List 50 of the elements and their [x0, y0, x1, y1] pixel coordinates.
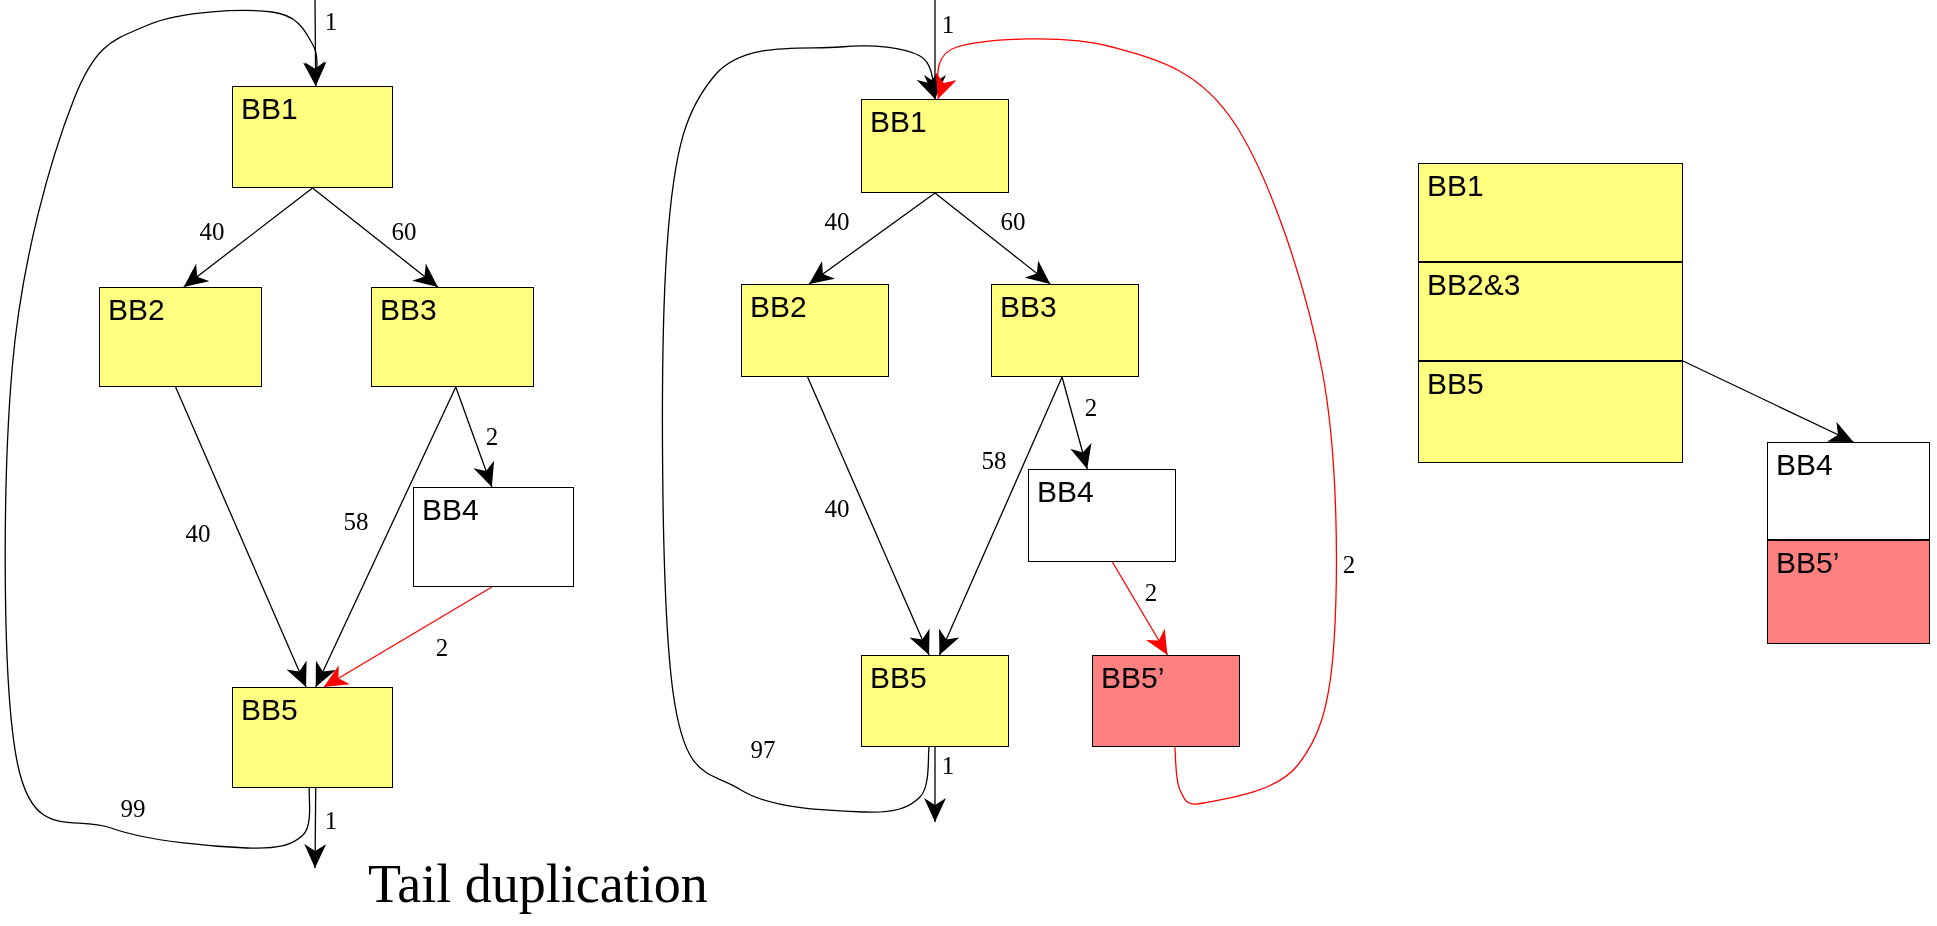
arrow: [808, 192, 936, 285]
block-label: BB2&3: [1427, 267, 1522, 303]
block-label: BB5’: [1776, 545, 1841, 581]
basic-block-box: [741, 284, 889, 377]
basic-block-box: [1092, 655, 1240, 747]
arrow: [183, 187, 314, 288]
block-label: BB2: [750, 289, 808, 325]
basic-block-box: [861, 99, 1009, 193]
arrow: [938, 376, 1063, 656]
block-label: BB1: [241, 91, 299, 127]
basic-block-box: [99, 287, 262, 387]
basic-block-box: [861, 655, 1009, 747]
basic-block-box: [1767, 442, 1930, 540]
arrow: [315, 386, 457, 688]
block-label: BB4: [1776, 447, 1834, 483]
block-label: BB1: [1427, 168, 1485, 204]
block-label: BB4: [1037, 474, 1095, 510]
basic-block-box: [1418, 361, 1683, 463]
basic-block-box: [232, 86, 393, 188]
block-label: BB4: [422, 492, 480, 528]
block-label: BB5’: [1101, 660, 1166, 696]
basic-block-box: [232, 687, 393, 788]
arrow: [1061, 376, 1092, 470]
block-label: BB5: [870, 660, 928, 696]
arrow: [304, 787, 327, 869]
block-label: BB5: [241, 692, 299, 728]
title: Tail duplication: [368, 853, 708, 916]
basic-block-box: [991, 284, 1139, 377]
basic-block-box: [1767, 540, 1930, 644]
block-label: BB3: [1000, 289, 1058, 325]
block-label: BB1: [870, 104, 928, 140]
arrow: [1682, 360, 1855, 443]
arrow: [311, 187, 439, 288]
block-label: BB2: [108, 292, 166, 328]
arrow: [806, 376, 930, 656]
arrow: [934, 192, 1051, 285]
arrow: [924, 0, 946, 100]
arrow: [455, 386, 495, 488]
basic-block-box: [1418, 262, 1683, 361]
basic-block-box: [1028, 469, 1176, 562]
basic-block-box: [413, 487, 574, 587]
block-label: BB5: [1427, 366, 1485, 402]
arrow: [924, 746, 946, 823]
basic-block-box: [1418, 163, 1683, 262]
arrow: [1111, 561, 1169, 656]
basic-block-box: [371, 287, 534, 387]
arrow: [174, 386, 307, 688]
block-label: BB3: [380, 292, 438, 328]
arrow: [4, 9, 327, 849]
arrow: [323, 586, 493, 688]
